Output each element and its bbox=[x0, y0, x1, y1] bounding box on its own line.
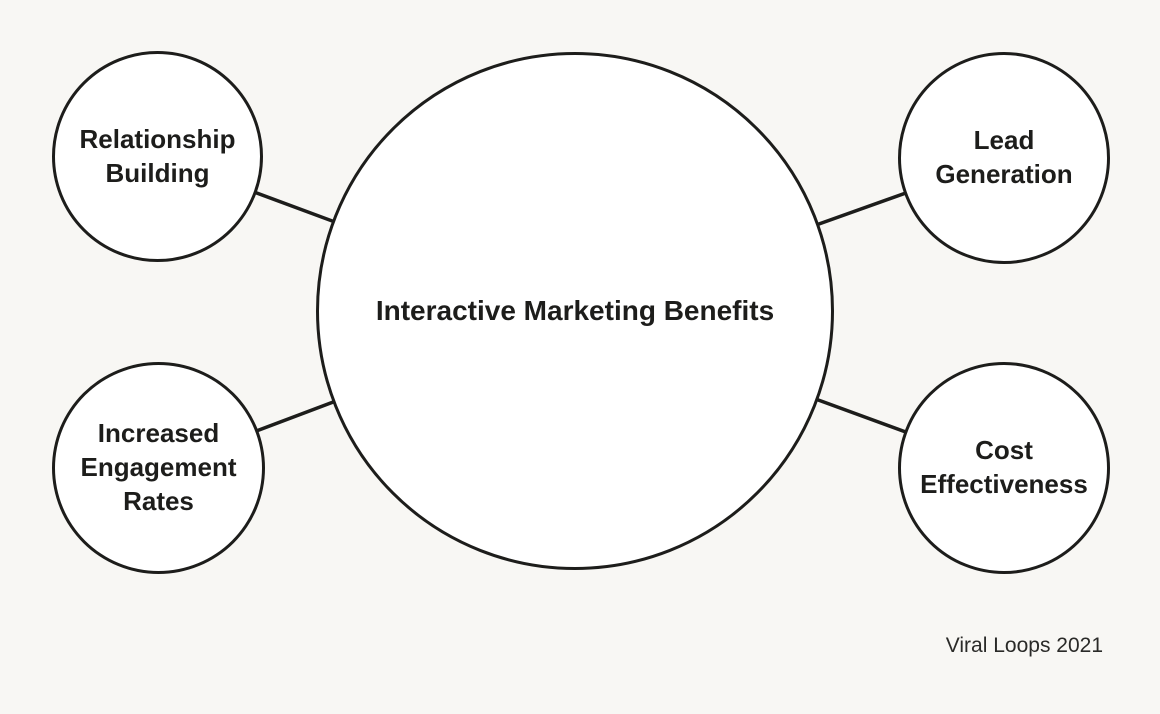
node-increased-engagement-rates: Increased Engagement Rates bbox=[52, 362, 265, 574]
central-node-title: Interactive Marketing Benefits bbox=[375, 294, 775, 326]
node-lead-generation: Lead Generation bbox=[898, 52, 1110, 264]
central-node: Interactive Marketing Benefits bbox=[316, 52, 834, 570]
node-relationship-building: Relationship Building bbox=[52, 51, 263, 262]
source-attribution: Viral Loops 2021 bbox=[945, 634, 1103, 657]
node-label: Relationship Building bbox=[79, 123, 236, 188]
node-label: Lead Generation bbox=[935, 125, 1073, 189]
node-label: Cost Effectiveness bbox=[920, 435, 1088, 499]
node-label: Increased Engagement Rates bbox=[80, 418, 237, 516]
node-cost-effectiveness: Cost Effectiveness bbox=[898, 362, 1110, 574]
